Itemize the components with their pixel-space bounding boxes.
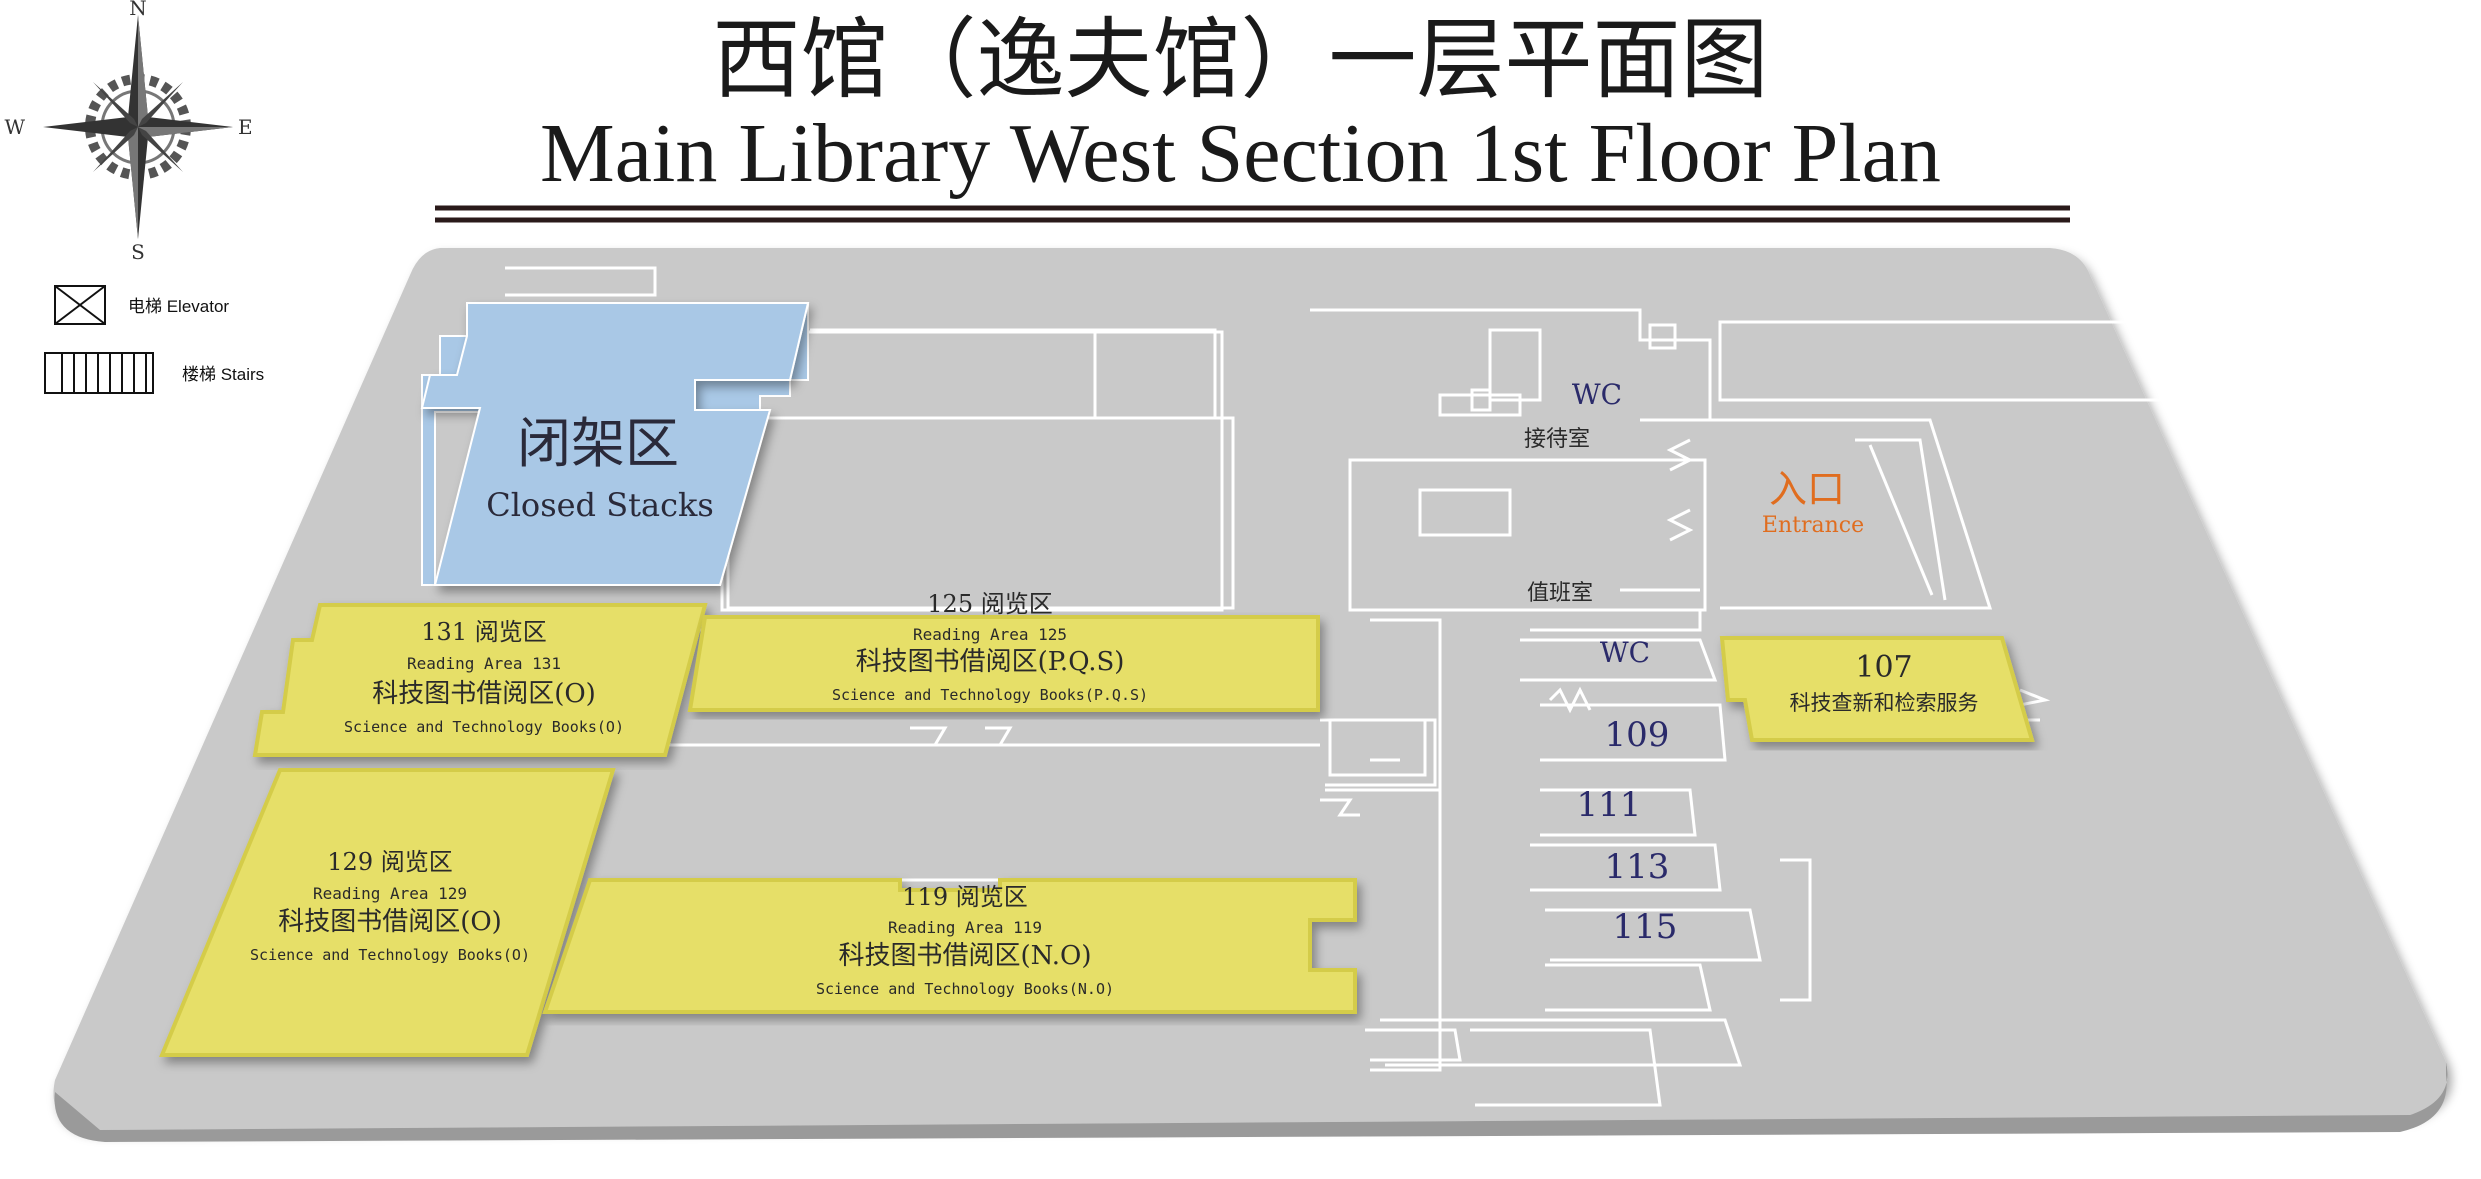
area-131-en: Reading Area 131 xyxy=(407,654,561,673)
room-wc-mid: WC xyxy=(1600,636,1650,669)
legend-stairs-label: 楼梯 Stairs xyxy=(182,365,264,384)
area-129-zh: 科技图书借阅区(O) xyxy=(278,907,502,937)
closed-stacks-zh: 闭架区 xyxy=(517,412,679,475)
compass-e: E xyxy=(238,115,253,139)
area-125-zh: 科技图书借阅区(P.Q.S) xyxy=(856,647,1125,677)
area-131-sub: Science and Technology Books(O) xyxy=(344,718,624,736)
compass-n: N xyxy=(129,0,147,20)
stairs-icon xyxy=(44,352,154,394)
reading-area-125 xyxy=(687,615,1320,712)
room-wc-top: WC xyxy=(1572,378,1622,411)
area-125-num: 125 阅览区 xyxy=(927,590,1052,618)
page-title-en: Main Library West Section 1st Floor Plan xyxy=(540,107,1941,200)
page-title-zh: 西馆（逸夫馆）一层平面图 xyxy=(712,8,1769,111)
room-107-zh: 科技查新和检索服务 xyxy=(1790,691,1979,715)
title-underline xyxy=(435,205,2070,223)
room-109: 109 xyxy=(1605,715,1670,755)
area-129-sub: Science and Technology Books(O) xyxy=(250,946,530,964)
closed-stacks-area xyxy=(420,302,810,586)
reading-area-119 xyxy=(542,878,1357,1014)
room-107 xyxy=(1719,636,2035,742)
compass-w: W xyxy=(4,115,25,139)
compass-rose-icon: N S W E xyxy=(4,0,252,264)
area-129-num: 129 阅览区 xyxy=(327,848,452,876)
area-119-num: 119 阅览区 xyxy=(902,883,1027,911)
area-119-zh: 科技图书借阅区(N.O) xyxy=(839,941,1092,971)
compass-s: S xyxy=(131,240,145,264)
area-119-sub: Science and Technology Books(N.O) xyxy=(816,980,1114,998)
reading-area-131 xyxy=(252,603,708,757)
area-131-num: 131 阅览区 xyxy=(421,618,546,646)
room-107-num: 107 xyxy=(1855,650,1912,685)
area-125-sub: Science and Technology Books(P.Q.S) xyxy=(832,686,1148,704)
area-125-en: Reading Area 125 xyxy=(913,625,1067,644)
legend-elevator-label: 电梯 Elevator xyxy=(128,297,229,316)
room-duty: 值班室 xyxy=(1527,581,1593,606)
reading-area-129 xyxy=(159,768,616,1057)
entrance-zh: 入口 xyxy=(1769,467,1845,511)
elevator-icon xyxy=(54,285,106,325)
area-131-zh: 科技图书借阅区(O) xyxy=(372,679,596,709)
room-111: 111 xyxy=(1577,785,1642,825)
area-129-en: Reading Area 129 xyxy=(313,884,467,903)
entrance-en: Entrance xyxy=(1762,513,1864,538)
room-113: 113 xyxy=(1605,847,1670,887)
closed-stacks-en: Closed Stacks xyxy=(486,486,714,524)
room-reception: 接待室 xyxy=(1524,427,1590,452)
room-115: 115 xyxy=(1613,907,1678,947)
area-119-en: Reading Area 119 xyxy=(888,918,1042,937)
